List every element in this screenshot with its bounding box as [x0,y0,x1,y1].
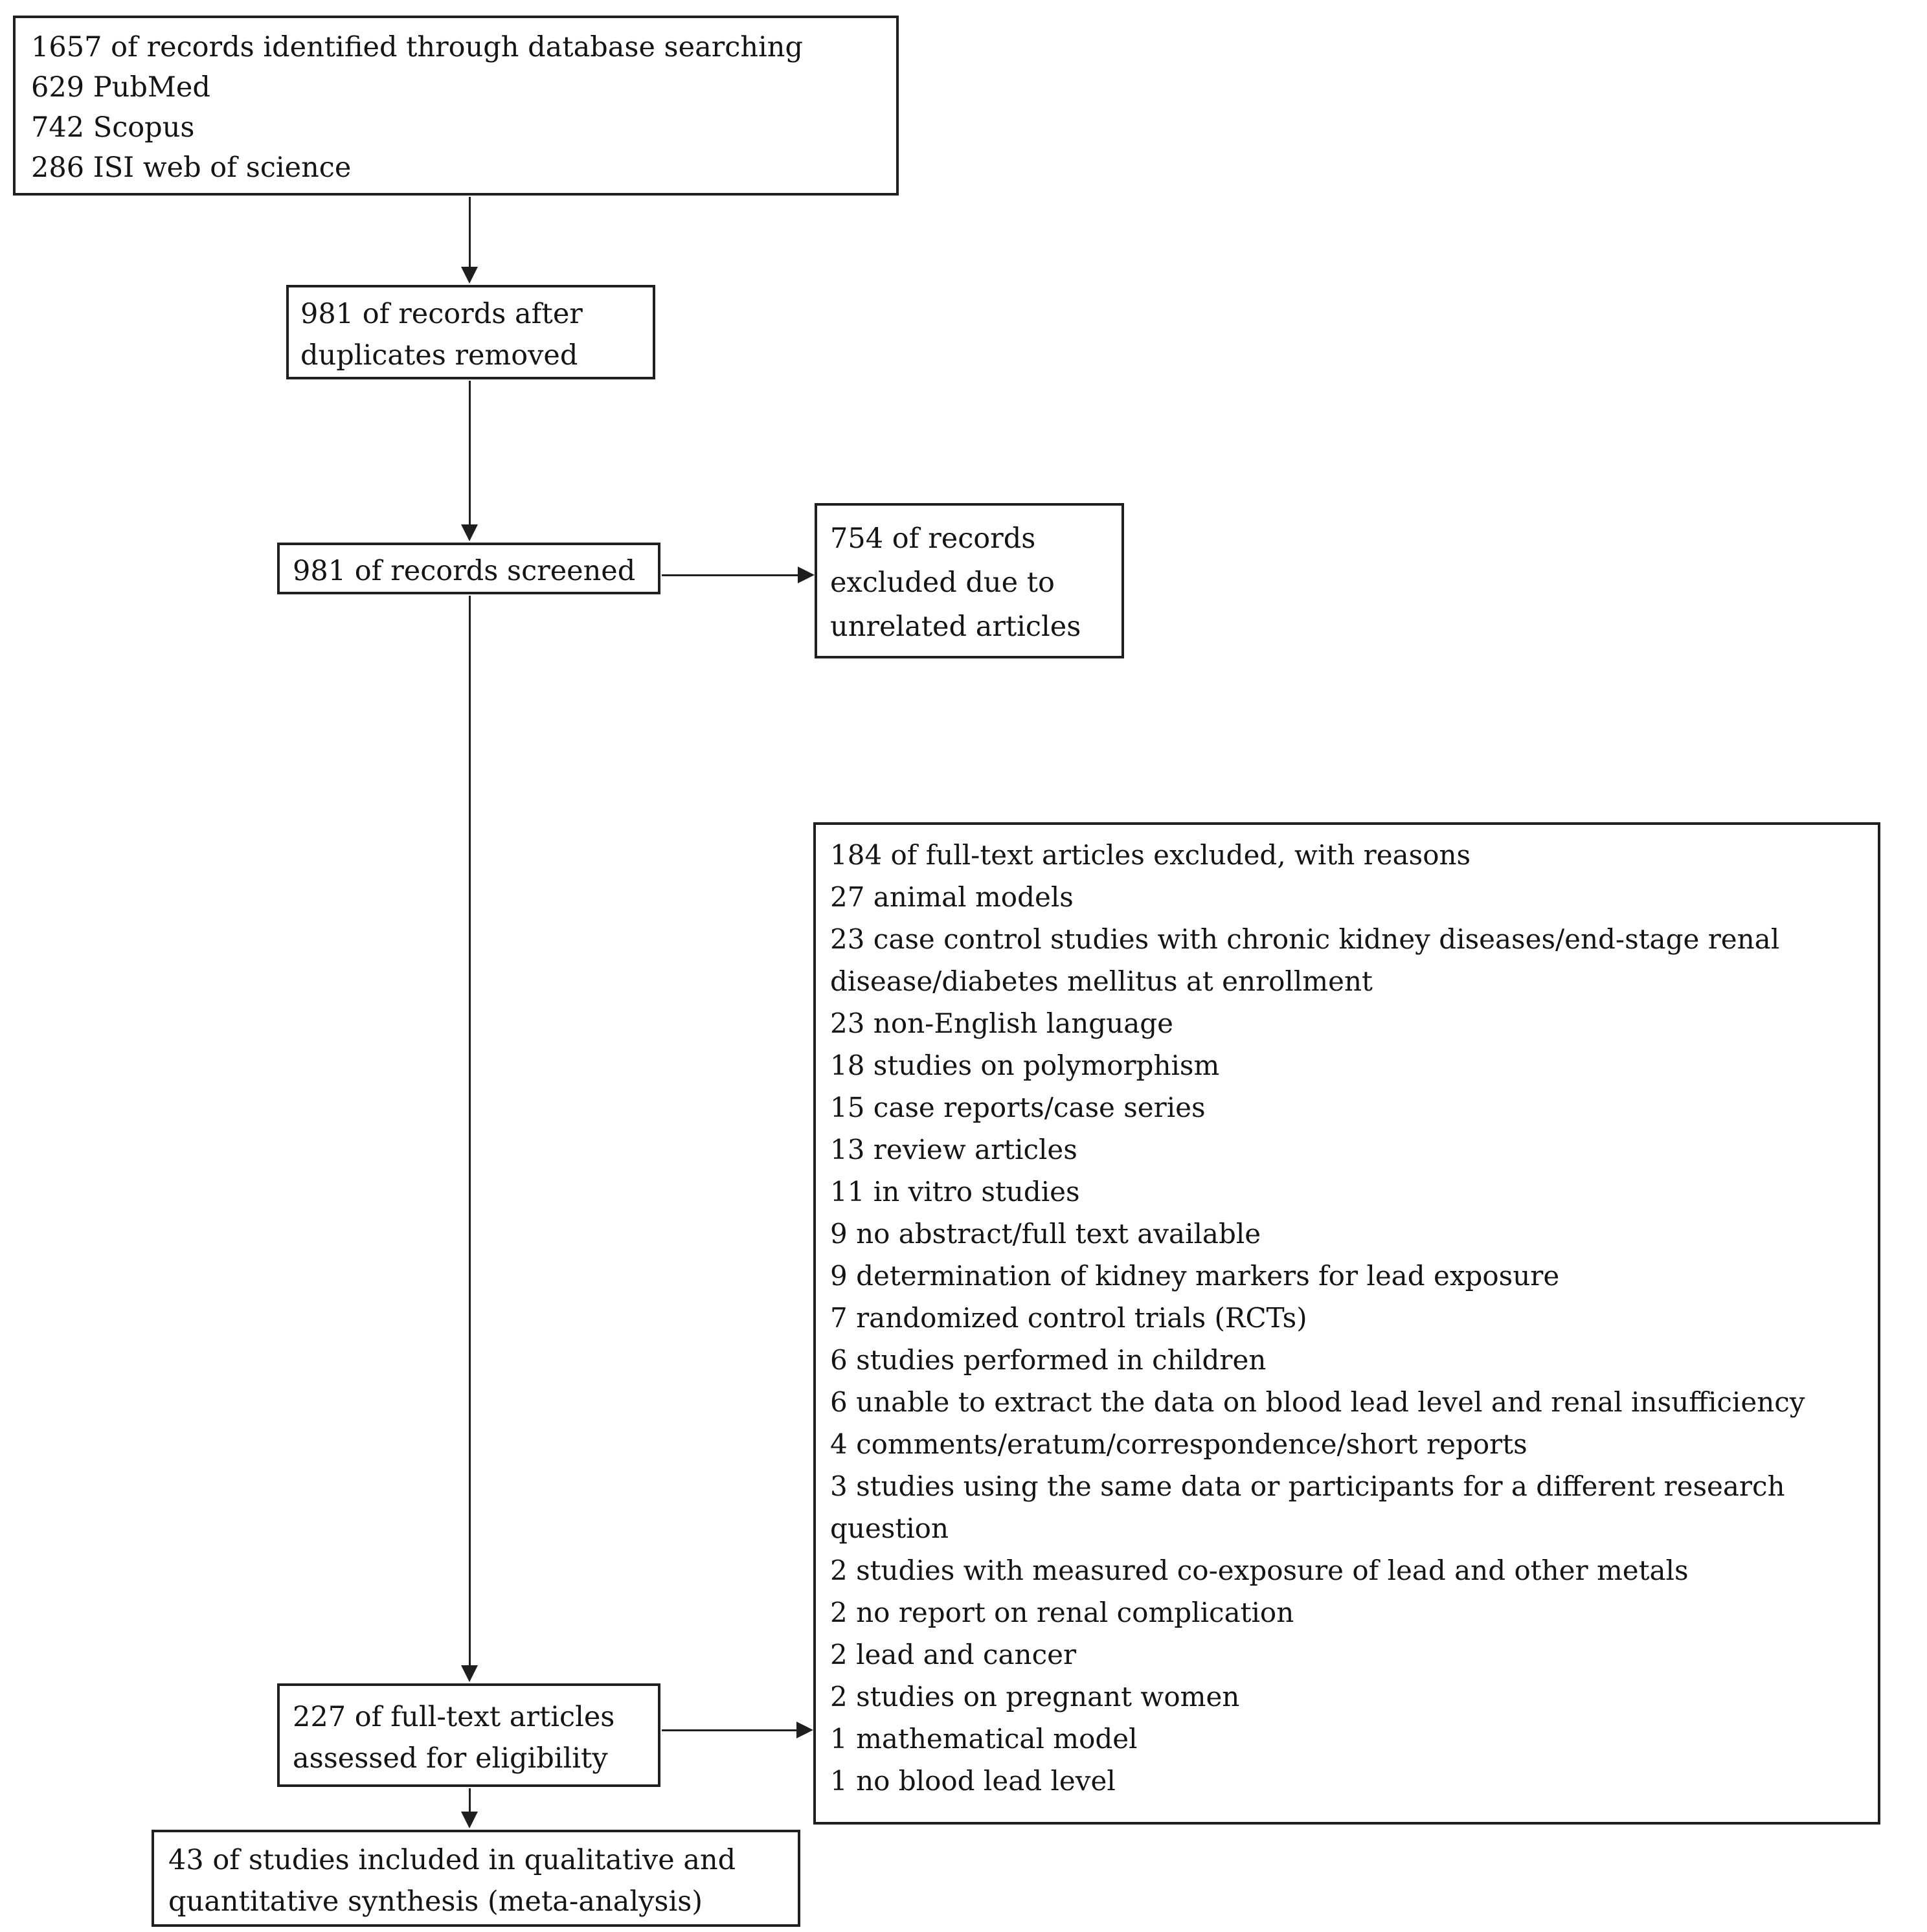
exclusion-reason-item: 18 studies on polymorphism [830,1050,1220,1081]
exclusion-reason-item: 1 mathematical model [830,1723,1138,1755]
exclusion-reason-item: 2 studies on pregnant women [830,1681,1240,1713]
exclusion-reason-item: 15 case reports/case series [830,1092,1206,1123]
eligibility-text: 227 of full-text articles assessed for e… [293,1701,615,1775]
records-excluded-box: 754 of records excluded due to unrelated… [815,503,1124,658]
flow-line-screened-to-excluded [662,574,798,576]
identification-line-total: 1657 of records identified through datab… [31,31,804,63]
records-screened-box: 981 of records screened [277,543,660,594]
exclusion-reason-item: 7 randomized control trials (RCTs) [830,1302,1307,1334]
identification-line-isi: 286 ISI web of science [31,152,352,184]
arrowhead-eligibility-to-included [461,1812,478,1828]
exclusion-reason-item: 27 animal models [830,881,1074,913]
exclusion-reason-item: 11 in vitro studies [830,1176,1080,1208]
flow-line-duplicates-to-screened [469,381,471,524]
arrowhead-duplicates-to-screened [461,524,478,541]
exclusion-reason-item: 4 comments/eratum/correspondence/short r… [830,1428,1527,1460]
arrowhead-screened-to-excluded [798,567,815,583]
flow-line-screened-to-eligibility [469,596,471,1665]
exclusion-reason-item: 6 unable to extract the data on blood le… [830,1386,1805,1418]
exclusion-reason-item: 23 case control studies with chronic kid… [830,923,1780,997]
identification-box: 1657 of records identified through datab… [13,16,899,196]
fulltext-excluded-box: 184 of full-text articles excluded, with… [813,822,1880,1825]
exclusion-reason-item: 2 lead and cancer [830,1639,1077,1670]
exclusion-reason-item: 23 non-English language [830,1007,1174,1039]
exclusion-reason-header: 184 of full-text articles excluded, with… [830,839,1471,871]
flow-line-eligibility-to-included [469,1788,471,1813]
duplicates-removed-text: 981 of records after duplicates removed [300,298,583,372]
flow-line-identification-to-duplicates [469,197,471,268]
exclusion-reason-item: 6 studies performed in children [830,1344,1267,1376]
exclusion-reason-item: 2 studies with measured co-exposure of l… [830,1555,1689,1586]
exclusion-reason-item: 13 review articles [830,1134,1077,1165]
records-screened-text: 981 of records screened [293,555,636,587]
exclusion-reason-item: 2 no report on renal complication [830,1597,1294,1628]
duplicates-removed-box: 981 of records after duplicates removed [286,285,655,379]
exclusion-reason-item: 9 no abstract/full text available [830,1218,1261,1250]
included-box: 43 of studies included in qualitative an… [152,1830,800,1927]
records-excluded-text: 754 of records excluded due to unrelated… [830,522,1081,643]
exclusion-reason-item: 9 determination of kidney markers for le… [830,1260,1560,1292]
arrowhead-screened-to-eligibility [461,1665,478,1682]
exclusion-reason-item: 1 no blood lead level [830,1765,1116,1797]
exclusion-reason-item: 3 studies using the same data or partici… [830,1470,1785,1544]
identification-line-scopus: 742 Scopus [31,111,195,144]
arrowhead-identification-to-duplicates [461,267,478,284]
flow-line-eligibility-to-ftexcluded [662,1729,796,1731]
included-text: 43 of studies included in qualitative an… [168,1844,736,1918]
eligibility-box: 227 of full-text articles assessed for e… [277,1683,660,1787]
identification-line-pubmed: 629 PubMed [31,71,210,104]
arrowhead-eligibility-to-ftexcluded [796,1722,813,1738]
